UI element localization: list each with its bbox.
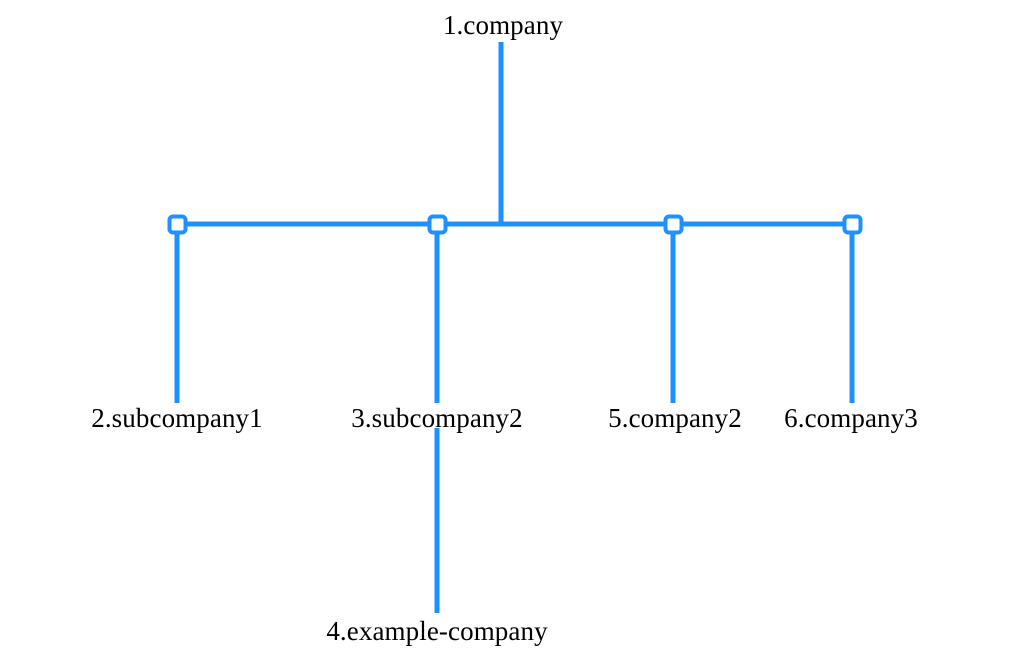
- node-handle-subcompany2[interactable]: [427, 214, 448, 235]
- node-label-company3[interactable]: 6.company3: [784, 403, 918, 433]
- node-label-subcompany1[interactable]: 2.subcompany1: [91, 403, 263, 433]
- node-label-subcompany2[interactable]: 3.subcompany2: [351, 403, 523, 433]
- node-handle-subcompany1[interactable]: [167, 214, 188, 235]
- node-handle-company2[interactable]: [663, 214, 684, 235]
- node-label-company[interactable]: 1.company: [442, 10, 564, 40]
- node-label-company2[interactable]: 5.company2: [608, 403, 742, 433]
- node-label-example-company[interactable]: 4.example-company: [326, 616, 548, 646]
- node-handle-company3[interactable]: [842, 214, 863, 235]
